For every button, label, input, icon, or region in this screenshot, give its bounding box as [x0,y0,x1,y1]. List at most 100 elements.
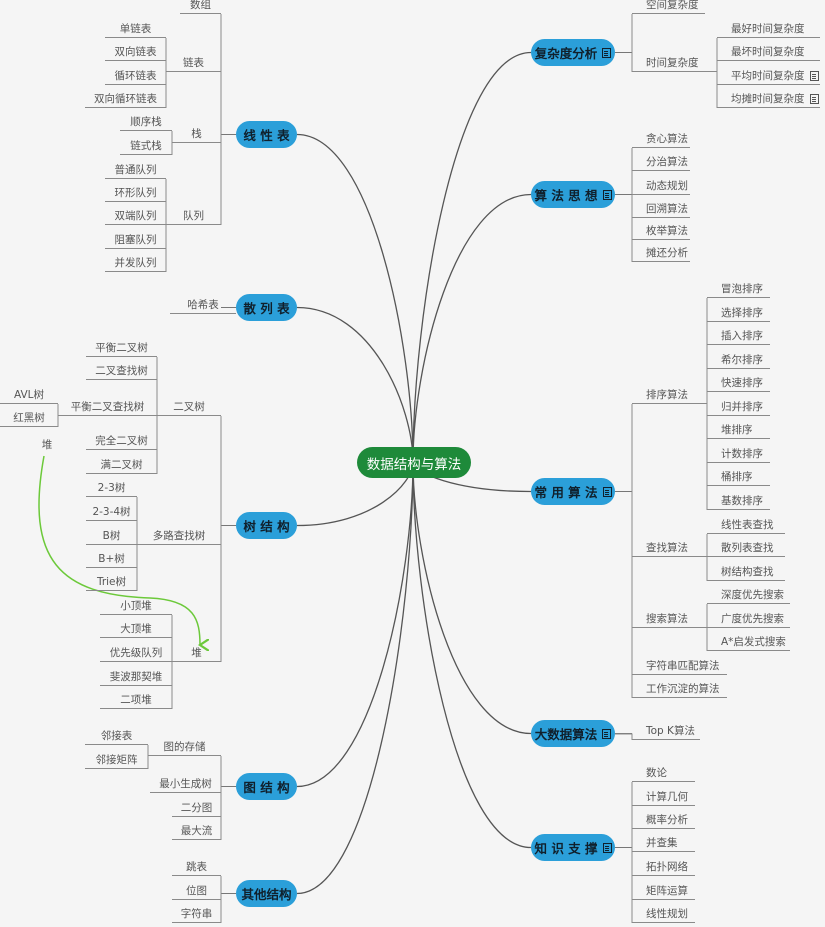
branch-node[interactable]: 双向循环链表 [85,90,166,108]
topic-1[interactable]: 散 列 表 [236,294,297,321]
branch-node[interactable]: 字符串 [172,905,221,923]
branch-node[interactable]: 平衡二叉查找树 [58,398,157,416]
branch-node[interactable]: 散列表查找 [707,539,785,557]
branch-node[interactable]: 空间复杂度 [632,0,705,14]
branch-node[interactable]: 斐波那契堆 [100,668,172,686]
branch-node[interactable]: 2-3树 [86,479,137,497]
note-icon[interactable] [602,728,612,739]
branch-node[interactable]: 环形队列 [105,184,166,202]
branch-node[interactable]: 平衡二叉树 [86,339,157,357]
branch-node[interactable]: 选择排序 [707,304,770,322]
branch-node[interactable]: 优先级队列 [100,644,172,662]
branch-node[interactable]: 二叉查找树 [86,362,157,380]
branch-node[interactable]: 多路查找树 [137,527,221,545]
topic-0[interactable]: 线 性 表 [236,121,297,148]
branch-node[interactable]: 数组 [180,0,221,14]
note-icon[interactable] [602,842,612,853]
branch-node[interactable]: 完全二叉树 [86,432,157,450]
topic-9[interactable]: 知 识 支 撑 [531,834,615,861]
branch-node[interactable]: 链式栈 [120,137,172,155]
branch-node[interactable]: 线性规划 [632,905,695,923]
branch-node[interactable]: A*启发式搜索 [707,633,790,651]
branch-node[interactable]: 回溯算法 [632,200,690,218]
branch-node[interactable]: 普通队列 [105,161,166,179]
branch-node[interactable]: 平均时间复杂度 [717,67,820,85]
branch-node[interactable]: 大顶堆 [100,620,172,638]
branch-node[interactable]: 希尔排序 [707,351,770,369]
branch-node[interactable]: 拓扑网络 [632,858,695,876]
branch-node[interactable]: 动态规划 [632,177,690,195]
branch-node[interactable]: 并发队列 [105,254,166,272]
branch-node[interactable]: 二叉树 [157,398,221,416]
branch-node[interactable]: 计数排序 [707,445,770,463]
branch-node[interactable]: 工作沉淀的算法 [632,680,727,698]
branch-node[interactable]: 满二叉树 [86,456,157,474]
branch-node[interactable]: 并查集 [632,834,695,852]
branch-node[interactable]: 时间复杂度 [632,54,717,72]
branch-node[interactable]: 位图 [172,882,221,900]
branch-node[interactable]: 基数排序 [707,492,770,510]
branch-node[interactable]: 最大流 [172,822,221,840]
branch-node[interactable]: Top K算法 [632,722,700,740]
branch-node[interactable]: 图的存储 [148,738,221,756]
topic-5[interactable]: 复杂度分析 [531,39,615,66]
branch-node[interactable]: 深度优先搜索 [707,586,790,604]
branch-node[interactable]: Trie树 [86,573,137,591]
branch-node[interactable]: 查找算法 [632,539,707,557]
branch-node[interactable]: 循环链表 [105,67,166,85]
branch-node[interactable]: 摊还分析 [632,244,690,262]
branch-node[interactable]: 队列 [166,207,221,225]
topic-6[interactable]: 算 法 思 想 [531,181,615,208]
branch-node[interactable]: B树 [86,527,137,545]
branch-node[interactable]: 概率分析 [632,811,695,829]
note-icon[interactable] [602,189,612,200]
branch-node[interactable]: 邻接表 [85,727,148,745]
branch-node[interactable]: 最小生成树 [150,775,221,793]
floating-heap-label[interactable]: 堆 [41,439,53,451]
branch-node[interactable]: 最好时间复杂度 [717,20,820,38]
branch-node[interactable]: 快速排序 [707,374,770,392]
branch-node[interactable]: 双端队列 [105,207,166,225]
branch-node[interactable]: B+树 [86,550,137,568]
topic-4[interactable]: 其他结构 [236,880,297,907]
topic-7[interactable]: 常 用 算 法 [531,478,615,505]
branch-node[interactable]: AVL树 [0,386,58,404]
note-icon[interactable] [809,71,819,81]
central-topic[interactable]: 数据结构与算法 [357,447,471,478]
note-icon[interactable] [602,47,612,58]
note-icon[interactable] [602,486,612,497]
branch-node[interactable]: 归并排序 [707,398,770,416]
branch-node[interactable]: 顺序栈 [120,113,172,131]
branch-node[interactable]: 广度优先搜索 [707,610,790,628]
branch-node[interactable]: 排序算法 [632,386,707,404]
branch-node[interactable]: 链表 [166,54,221,72]
branch-node[interactable]: 小顶堆 [100,597,172,615]
branch-node[interactable]: 数论 [632,764,695,782]
branch-node[interactable]: 二分图 [172,799,221,817]
branch-node[interactable]: 单链表 [105,20,166,38]
branch-node[interactable]: 邻接矩阵 [85,751,148,769]
branch-node[interactable]: 分治算法 [632,153,690,171]
topic-3[interactable]: 图 结 构 [236,773,297,800]
branch-node[interactable]: 哈希表 [170,296,236,314]
branch-node[interactable]: 计算几何 [632,788,695,806]
note-icon[interactable] [809,94,819,104]
branch-node[interactable]: 均摊时间复杂度 [717,90,820,108]
branch-node[interactable]: 搜索算法 [632,610,707,628]
branch-node[interactable]: 桶排序 [707,468,770,486]
topic-2[interactable]: 树 结 构 [236,512,297,539]
branch-node[interactable]: 栈 [172,125,221,143]
branch-node[interactable]: 堆排序 [707,421,770,439]
topic-8[interactable]: 大数据算法 [531,720,615,747]
branch-node[interactable]: 字符串匹配算法 [632,657,727,675]
branch-node[interactable]: 最坏时间复杂度 [717,43,820,61]
branch-node[interactable]: 枚举算法 [632,222,690,240]
branch-node[interactable]: 贪心算法 [632,130,690,148]
branch-node[interactable]: 阻塞队列 [105,231,166,249]
branch-node[interactable]: 树结构查找 [707,563,785,581]
branch-node[interactable]: 堆 [172,644,221,662]
branch-node[interactable]: 跳表 [172,858,221,876]
branch-node[interactable]: 矩阵运算 [632,882,695,900]
branch-node[interactable]: 插入排序 [707,327,770,345]
branch-node[interactable]: 线性表查找 [707,516,785,534]
